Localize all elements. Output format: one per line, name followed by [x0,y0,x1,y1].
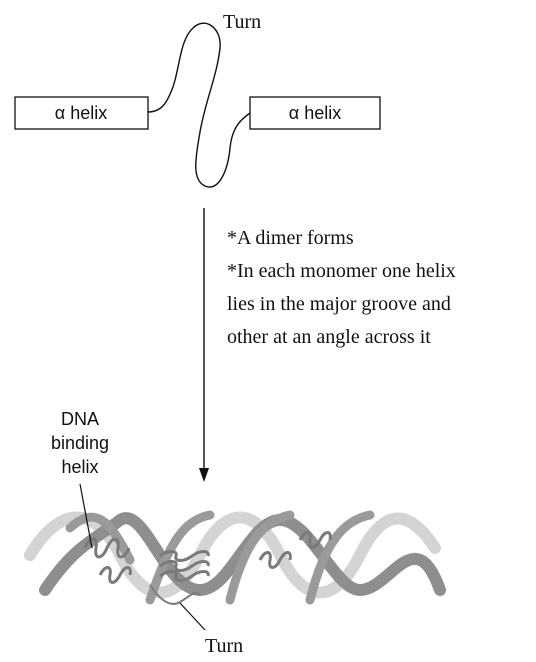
dna-complex [30,515,440,604]
right-helix-label: α helix [289,103,341,123]
turn-loop [148,23,250,187]
note-line-2: *In each monomer one helix [227,260,456,282]
top-turn-label: Turn [223,11,261,33]
motif-top: α helix α helix Turn [15,11,380,187]
note-line-3: lies in the major groove and [227,293,451,315]
notes: *A dimer forms *In each monomer one heli… [227,227,456,348]
transition-arrow [199,208,209,482]
left-helix-label: α helix [55,103,107,123]
bottom-turn-label: Turn [205,635,243,657]
dna-label-line-1: DNA [61,409,99,429]
note-line-1: *A dimer forms [227,227,354,249]
dna-label-line-3: helix [61,457,98,477]
note-line-4: other at an angle across it [227,326,431,348]
dna-label-line-2: binding [51,433,109,453]
bottom-turn-callout: Turn [180,603,243,657]
bottom-turn-pointer [180,603,205,630]
arrow-head [199,468,209,482]
